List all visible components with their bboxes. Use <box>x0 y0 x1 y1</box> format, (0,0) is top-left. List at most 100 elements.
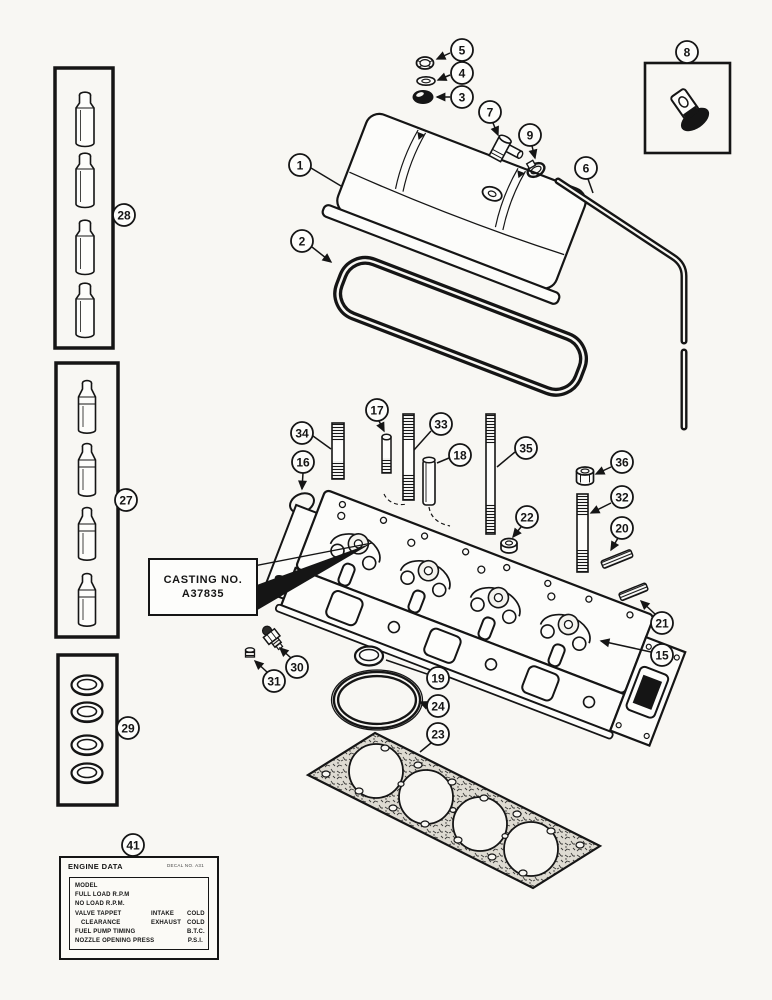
callout-7: 7 <box>478 100 502 124</box>
callout-2-number: 2 <box>299 235 306 249</box>
breather-elbow <box>488 134 524 163</box>
grommet <box>412 90 434 104</box>
callout-23: 23 <box>426 722 450 746</box>
decal-row: NO LOAD R.P.M. <box>75 900 203 909</box>
decal-row-mid <box>151 882 187 891</box>
decal-row-mid <box>151 900 187 909</box>
leader-lines <box>253 51 656 753</box>
hose-clamp <box>525 159 546 179</box>
breather-tube <box>554 177 688 431</box>
callout-22-number: 22 <box>520 511 534 525</box>
callout-1-number: 1 <box>297 159 304 173</box>
callout-30: 30 <box>285 655 309 679</box>
callout-34-number: 34 <box>295 427 309 441</box>
casting-label-line2: A37835 <box>181 588 225 600</box>
callout-31: 31 <box>262 669 286 693</box>
callout-33: 33 <box>429 412 453 436</box>
callout-8: 8 <box>675 40 699 64</box>
decal-row: VALVE TAPPET INTAKE COLD <box>75 910 205 919</box>
washer <box>416 76 436 87</box>
callout-18-number: 18 <box>453 449 467 463</box>
decal-row-mid <box>151 891 187 900</box>
stud-33 <box>402 413 415 501</box>
decal-row-value <box>187 900 203 909</box>
engine-data-decal: ENGINE DATA DECAL NO. A31 MODEL FULL LOA… <box>59 856 219 960</box>
decal-row: CLEARANCE EXHAUST COLD <box>75 919 205 928</box>
callout-21: 21 <box>650 611 674 635</box>
callout-7-number: 7 <box>487 106 494 120</box>
stud-20 <box>600 549 634 569</box>
decal-row: FUEL PUMP TIMING B.T.C. <box>75 928 205 937</box>
callout-28-number: 28 <box>117 209 131 223</box>
decal-row-value: COLD <box>187 910 205 917</box>
callout-29-number: 29 <box>121 722 135 736</box>
stud-34 <box>331 422 345 480</box>
callout-3: 3 <box>450 85 474 109</box>
clip-part <box>670 88 710 132</box>
callout-6-number: 6 <box>583 162 590 176</box>
callout-15-number: 15 <box>655 649 669 663</box>
callout-5-number: 5 <box>459 44 466 58</box>
hidden-line <box>383 493 408 506</box>
callout-35: 35 <box>514 436 538 460</box>
callout-5: 5 <box>450 38 474 62</box>
callout-19: 19 <box>426 666 450 690</box>
callout-2: 2 <box>290 229 314 253</box>
callout-9: 9 <box>518 123 542 147</box>
stud-21 <box>618 582 649 602</box>
callout-17: 17 <box>365 398 389 422</box>
callout-27-number: 27 <box>119 494 133 508</box>
callout-18: 18 <box>448 443 472 467</box>
callout-21-number: 21 <box>655 617 669 631</box>
decal-row-mid: EXHAUST <box>151 919 182 926</box>
callout-24-number: 24 <box>431 700 445 714</box>
callout-4: 4 <box>450 61 474 85</box>
nut-36 <box>575 466 595 486</box>
callout-15: 15 <box>650 643 674 667</box>
callout-30-number: 30 <box>290 661 304 675</box>
callout-24: 24 <box>426 694 450 718</box>
decal-row-label: VALVE TAPPET <box>75 910 122 917</box>
callout-17-number: 17 <box>370 404 384 418</box>
decal-row-label: CLEARANCE <box>81 919 121 926</box>
callout-28: 28 <box>112 203 136 227</box>
decal-table: MODEL FULL LOAD R.P.M NO LOAD R.P.M. VAL… <box>69 877 209 950</box>
callout-32: 32 <box>610 485 634 509</box>
callout-34: 34 <box>290 421 314 445</box>
head-gasket <box>305 731 603 890</box>
callout-35-number: 35 <box>519 442 533 456</box>
decal-row-mid: INTAKE <box>151 910 175 917</box>
casting-number-label: CASTING NO. A37835 <box>148 558 258 616</box>
decal-row-value: COLD <box>187 919 205 926</box>
callout-1: 1 <box>288 153 312 177</box>
stud-32 <box>576 493 589 573</box>
callout-9-number: 9 <box>527 129 534 143</box>
decal-row-label: NO LOAD R.P.M. <box>75 901 125 908</box>
callout-33-number: 33 <box>434 418 448 432</box>
callout-16-number: 16 <box>296 456 310 470</box>
callout-16: 16 <box>291 450 315 474</box>
valve-seals-box <box>56 653 119 807</box>
callout-8-number: 8 <box>684 46 691 60</box>
temperature-sender <box>261 625 284 651</box>
decal-row-value: B.T.C. <box>187 929 205 936</box>
decal-row-label: MODEL <box>75 883 98 889</box>
decal-row-value <box>187 891 203 900</box>
casting-label-pointer <box>253 542 373 612</box>
callout-4-number: 4 <box>459 67 466 81</box>
gasket-bolt-holes <box>321 744 585 877</box>
decal-row-value <box>187 882 203 891</box>
decal-row-label: FUEL PUMP TIMING <box>75 929 136 936</box>
decal-row: MODEL <box>75 882 203 891</box>
callout-41: 41 <box>121 833 145 857</box>
callout-19-number: 19 <box>431 672 445 686</box>
decal-row-mid <box>151 937 187 946</box>
decal-title: ENGINE DATA <box>68 862 123 871</box>
valve-guides-box <box>54 361 120 639</box>
push-rod-tubes-box <box>53 66 115 350</box>
decal-row-label: NOZZLE OPENING PRESS <box>75 938 155 945</box>
callout-23-number: 23 <box>431 728 445 742</box>
